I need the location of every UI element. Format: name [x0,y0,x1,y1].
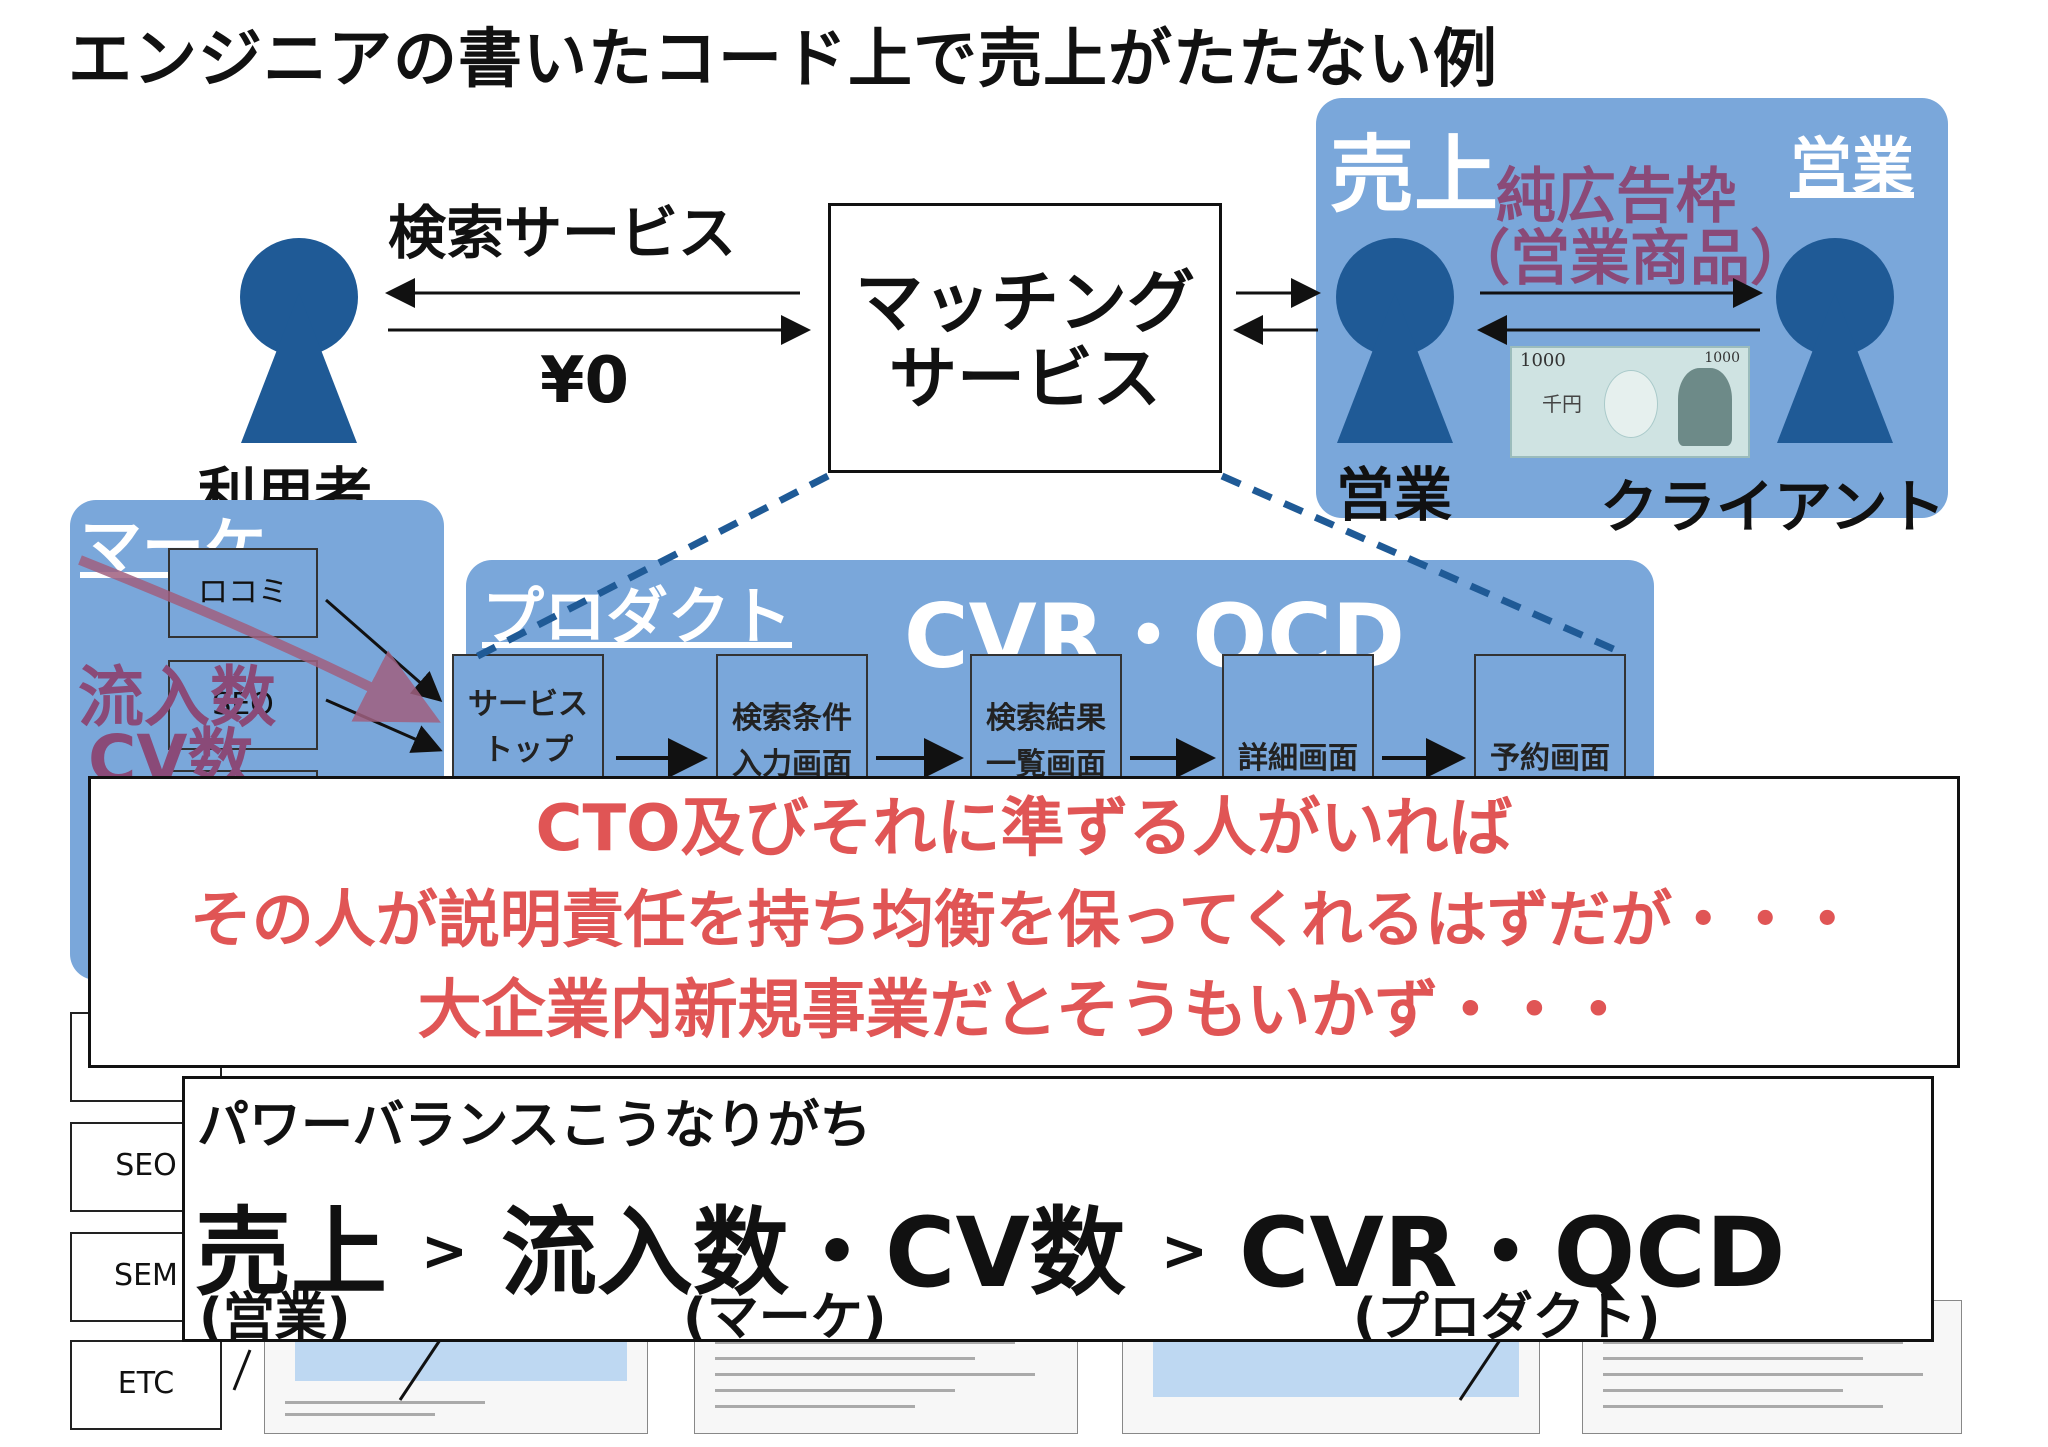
callout-line1: CTO及びそれに準ずる人がいれば [91,787,1957,871]
marketing-emphasis-arrow [80,560,432,718]
pb-gt-1: > [421,1219,468,1284]
matching-sales-arrows [1236,293,1318,330]
pb-item-sales-sub: (営業) [199,1275,351,1350]
pb-item-inflow-sub: (マーケ) [683,1275,887,1350]
callout-line3: 大企業内新規事業だとそうもいかず・・・ [91,969,1957,1053]
sales-client-arrows [1480,293,1760,330]
product-dashed-lines [470,476,1620,660]
red-callout-box: CTO及びそれに準ずる人がいれば その人が説明責任を持ち均衡を保ってくれるはずだ… [88,776,1960,1068]
pb-item-cvr-sub: (プロダクト) [1353,1275,1661,1350]
pb-gt-2: > [1161,1219,1208,1284]
user-matching-arrows [388,293,808,330]
power-balance-header: パワーバランスこうなりがち [197,1083,871,1158]
callout-line2: その人が説明責任を持ち均衡を保ってくれるはずだが・・・ [91,871,1957,969]
power-balance-box: パワーバランスこうなりがち 売上 (営業) > 流入数・CV数 (マーケ) > … [182,1076,1934,1342]
